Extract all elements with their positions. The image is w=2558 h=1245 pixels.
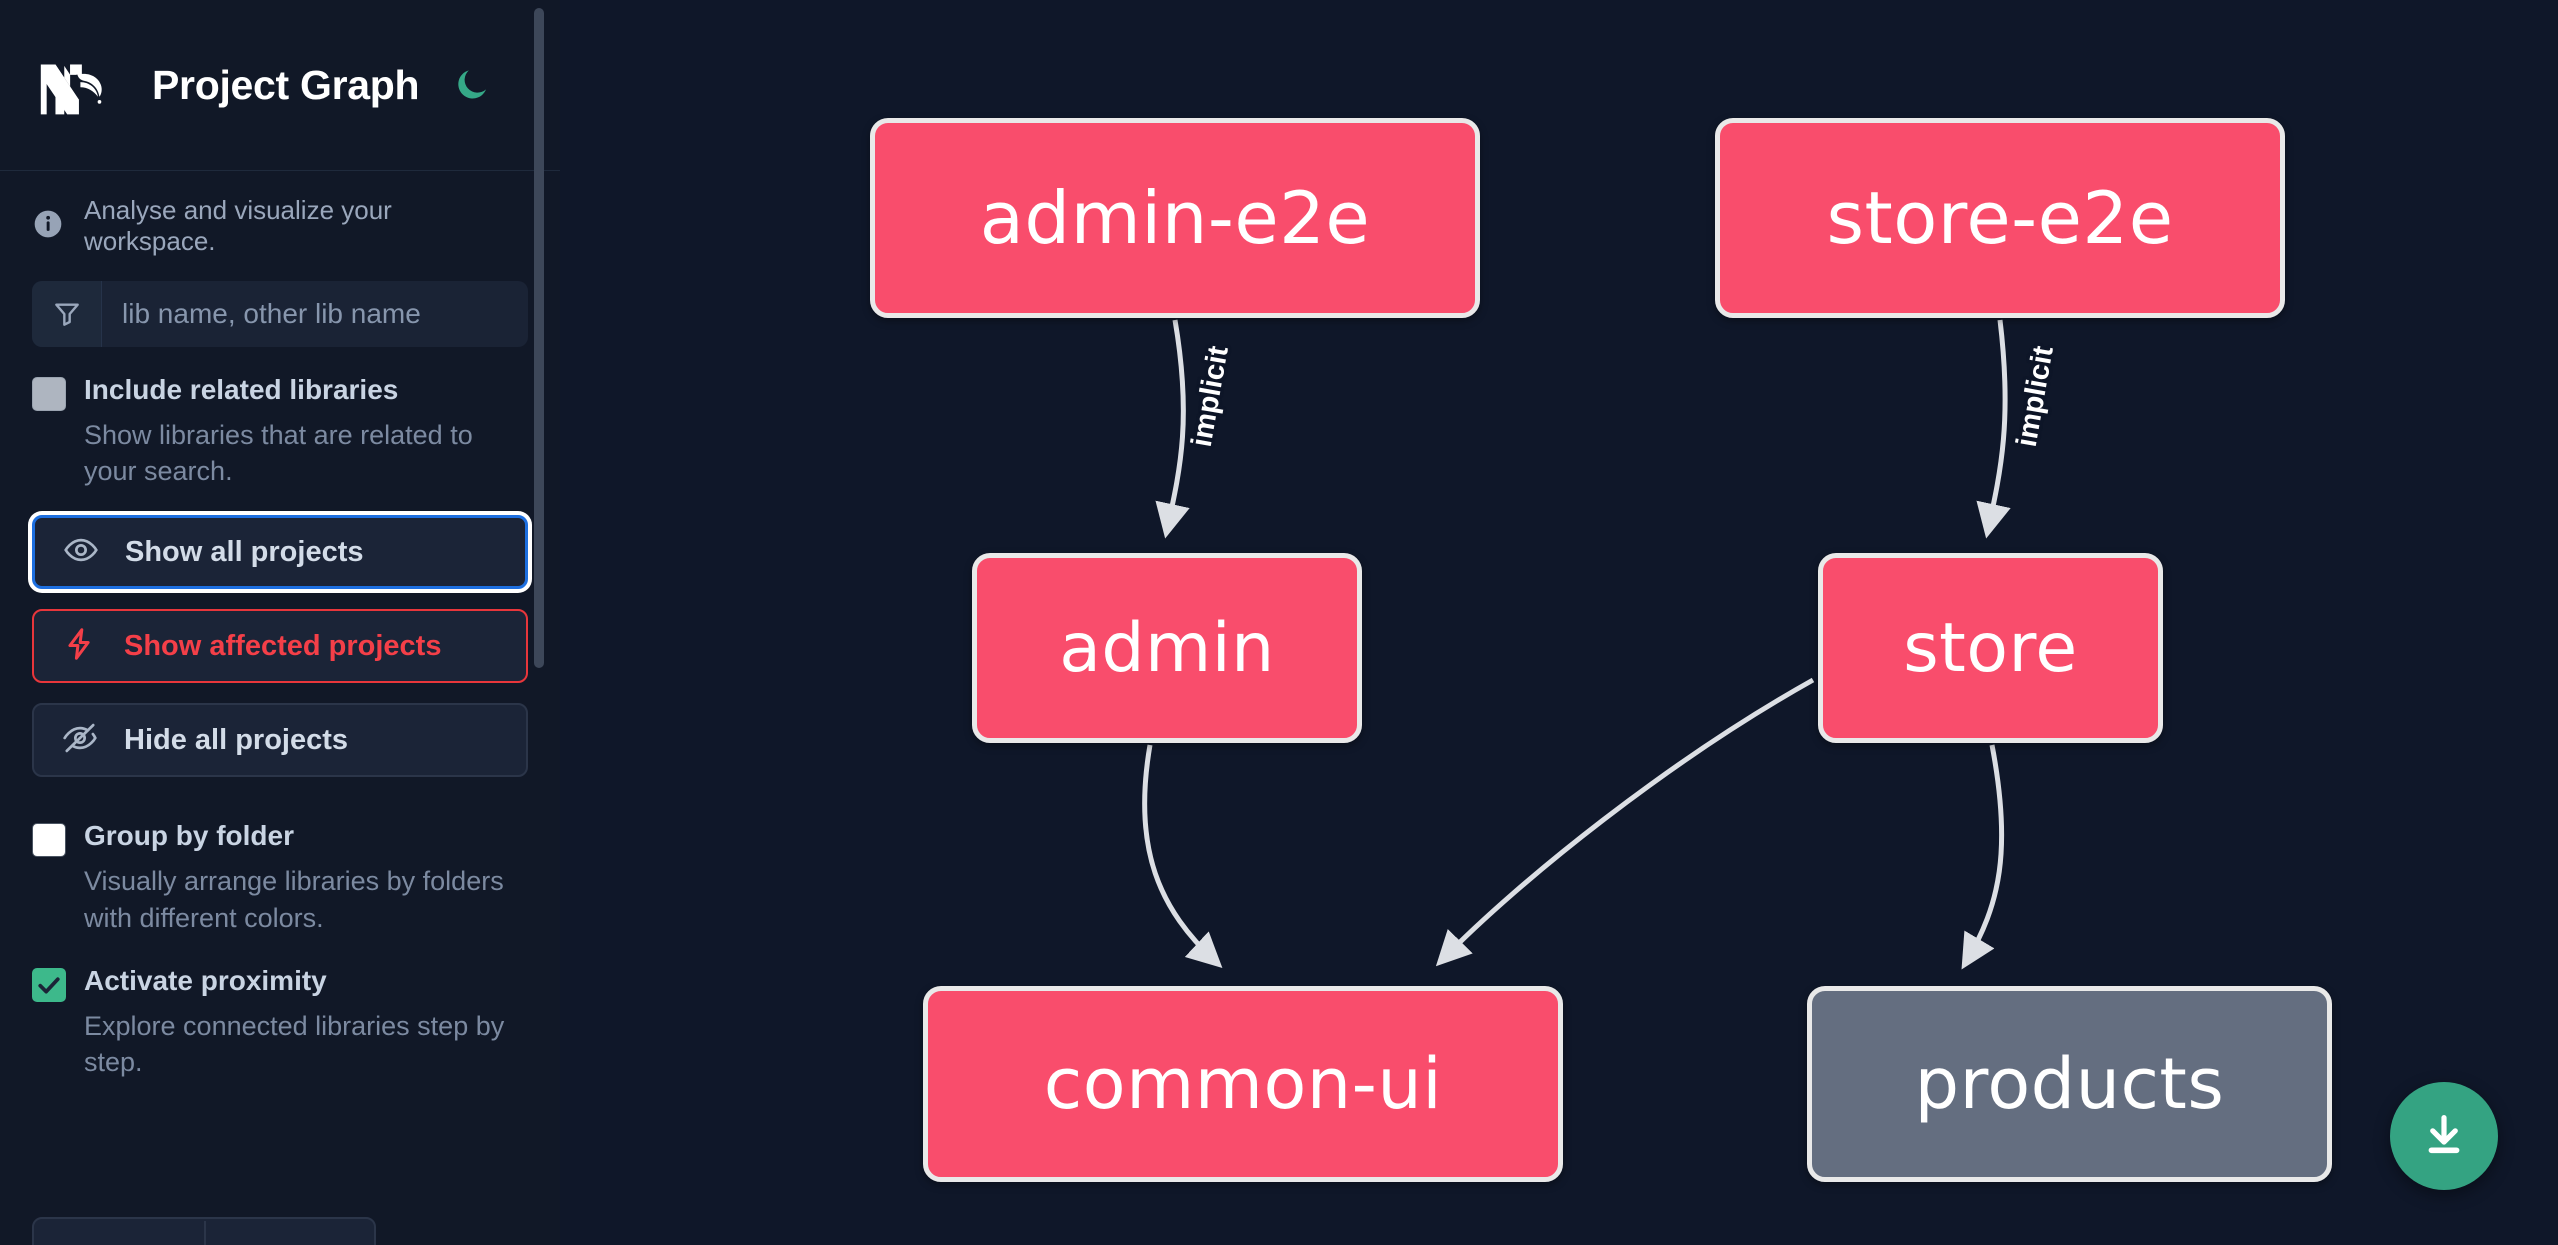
option-label: Activate proximity [84, 964, 327, 996]
option-label: Include related libraries [84, 374, 399, 405]
moon-icon[interactable] [449, 62, 495, 108]
visibility-button-group: Show all projects Show affected projects [0, 489, 560, 778]
graph-node-store[interactable]: store [1818, 553, 2163, 743]
lightning-bolt-icon [62, 626, 98, 667]
option-description: Explore connected libraries step by step… [84, 1010, 505, 1077]
option-description: Show libraries that are related to your … [84, 420, 473, 487]
sidebar-bottom-partial-control[interactable] [32, 1217, 376, 1245]
option-group-by-folder: Group by folder Visually arrange librari… [0, 777, 560, 935]
option-description: Visually arrange libraries by folders wi… [84, 866, 504, 933]
graph-node-admin[interactable]: admin [972, 553, 1362, 743]
checkbox-include-related-libraries[interactable] [32, 377, 66, 411]
hide-all-projects-label: Hide all projects [124, 723, 349, 756]
funnel-filter-icon [32, 281, 102, 347]
graph-node-admin-e2e[interactable]: admin-e2e [870, 118, 1480, 318]
workspace-blurb-text: Analyse and visualize your workspace. [84, 194, 392, 256]
info-circle-icon [32, 208, 64, 245]
option-include-related-libraries: Include related libraries Show libraries… [0, 347, 560, 489]
node-label: common-ui [1043, 1043, 1443, 1125]
eye-icon [63, 532, 99, 573]
download-image-button[interactable] [2390, 1082, 2498, 1190]
checkbox-activate-proximity[interactable] [32, 967, 66, 1002]
node-label: store [1903, 608, 2078, 688]
graph-node-store-e2e[interactable]: store-e2e [1715, 118, 2285, 318]
node-label: admin [1059, 608, 1275, 688]
graph-canvas[interactable]: implicit implicit admin-e2e store-e2e ad… [560, 0, 2558, 1245]
workspace-blurb: Analyse and visualize your workspace. [0, 171, 560, 281]
page-title: Project Graph [152, 61, 420, 108]
checkbox-group-by-folder[interactable] [32, 823, 66, 858]
node-label: admin-e2e [979, 176, 1371, 260]
graph-node-common-ui[interactable]: common-ui [923, 986, 1563, 1182]
node-label: store-e2e [1826, 176, 2174, 260]
nx-logo-icon [32, 49, 120, 121]
eye-off-icon [62, 720, 98, 761]
search-filter-box[interactable] [32, 281, 528, 347]
sidebar-scrollbar[interactable] [534, 8, 544, 668]
hide-all-projects-button[interactable]: Hide all projects [32, 703, 528, 778]
show-all-projects-label: Show all projects [125, 535, 364, 568]
graph-node-products[interactable]: products [1807, 986, 2332, 1182]
option-label: Group by folder [84, 820, 294, 852]
show-affected-projects-button[interactable]: Show affected projects [32, 609, 528, 684]
edge-label-implicit-admin: implicit [1185, 343, 1235, 450]
show-all-projects-button[interactable]: Show all projects [32, 515, 528, 590]
node-label: products [1914, 1043, 2225, 1125]
search-input[interactable] [102, 281, 528, 347]
edge-label-implicit-store: implicit [2010, 343, 2060, 450]
filter-row [0, 281, 560, 347]
option-activate-proximity: Activate proximity Explore connected lib… [0, 936, 560, 1080]
show-affected-projects-label: Show affected projects [124, 629, 442, 662]
sidebar-header: Project Graph [0, 0, 560, 171]
divider [204, 1221, 206, 1245]
sidebar: Project Graph Analyse and visualize your… [0, 0, 560, 1245]
